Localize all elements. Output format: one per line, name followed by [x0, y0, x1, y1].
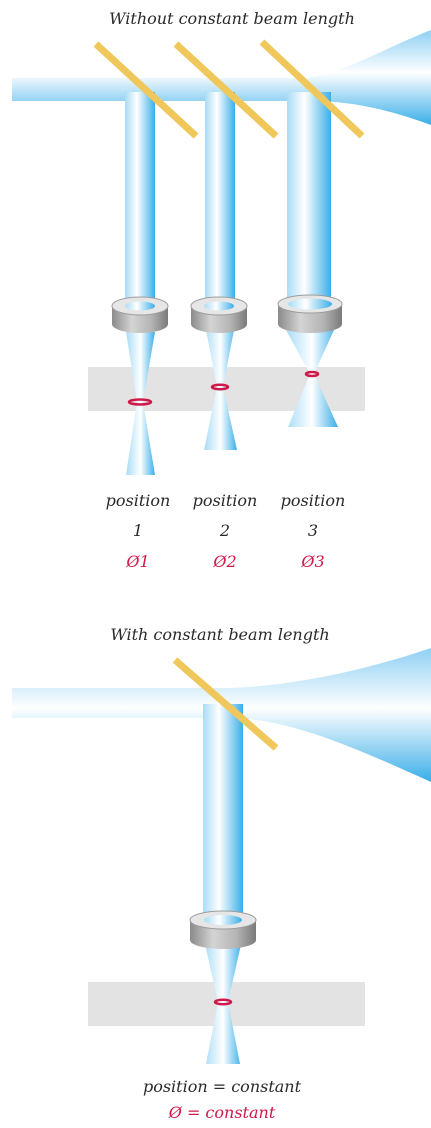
- mirror-2: [173, 41, 279, 139]
- lens-3: [277, 294, 343, 333]
- lens: [189, 910, 257, 949]
- vertical-beam: [203, 704, 243, 922]
- position-label-1: position 1 Ø1: [106, 491, 171, 571]
- lens-1: [111, 296, 169, 333]
- top-panel: Without constant beam length: [12, 9, 431, 571]
- focus-ring-1: [127, 398, 153, 406]
- position-number-1: 1: [133, 521, 143, 540]
- diameter-label-1: Ø1: [125, 552, 149, 571]
- caption-diameter: Ø = constant: [168, 1103, 276, 1122]
- lens-2: [190, 296, 248, 333]
- mirror: [172, 657, 279, 751]
- vertical-beam-2: [205, 92, 235, 322]
- position-label-2: position 2 Ø2: [193, 491, 258, 571]
- focus-ring-3: [304, 370, 320, 378]
- position-label-3: position 3 Ø3: [281, 491, 346, 571]
- bottom-panel-title: With constant beam length: [110, 625, 329, 644]
- position-word-1: position: [106, 491, 171, 510]
- bottom-panel: With constant beam length position = con…: [12, 625, 431, 1122]
- focus-ring-2: [210, 383, 230, 391]
- position-number-2: 2: [219, 521, 230, 540]
- vertical-beam-1: [125, 92, 155, 322]
- diameter-label-3: Ø3: [300, 552, 324, 571]
- diameter-label-2: Ø2: [212, 552, 236, 571]
- top-panel-title: Without constant beam length: [109, 9, 355, 28]
- focus-ring: [213, 998, 233, 1006]
- mirror-1: [93, 41, 199, 139]
- position-word-2: position: [193, 491, 258, 510]
- position-word-3: position: [281, 491, 346, 510]
- mirror-3: [259, 39, 365, 139]
- caption-position: position = constant: [143, 1077, 302, 1096]
- focus-cone-3: [286, 330, 338, 427]
- focus-cone: [204, 940, 242, 1064]
- position-number-3: 3: [308, 521, 318, 540]
- vertical-beam-3: [287, 92, 331, 322]
